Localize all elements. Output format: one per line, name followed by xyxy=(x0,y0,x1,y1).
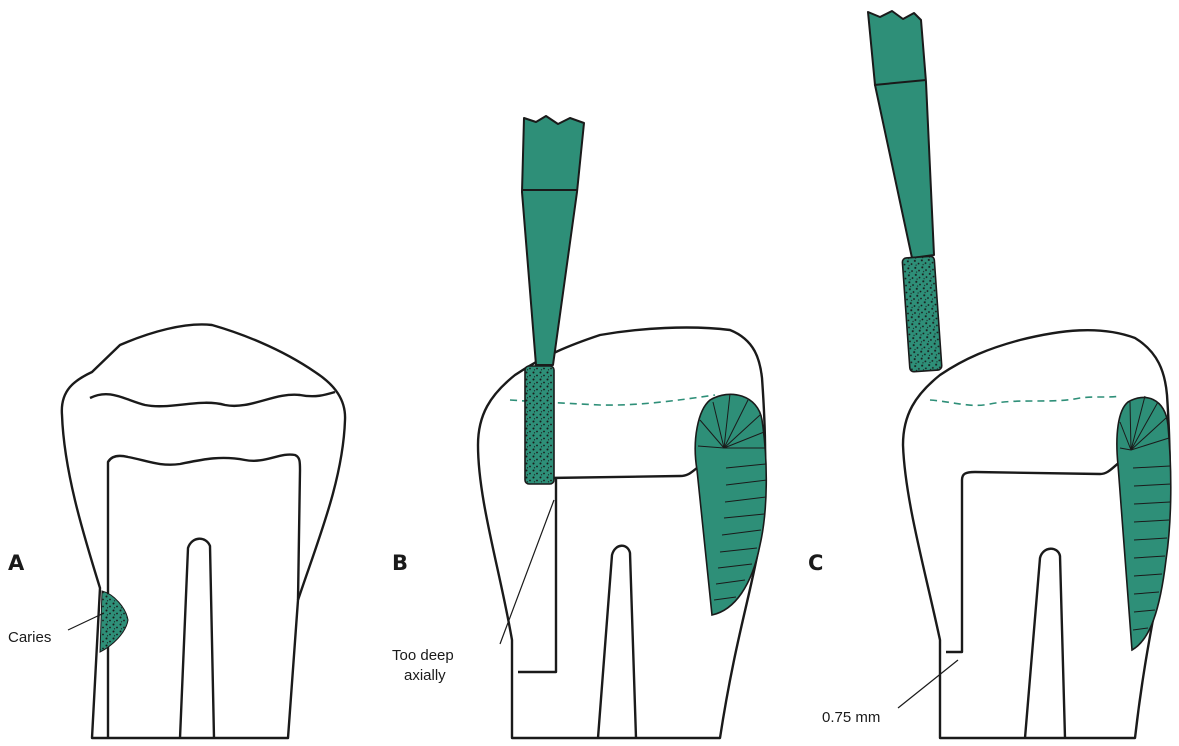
caries-label: Caries xyxy=(8,629,51,646)
too-deep-label-line2: axially xyxy=(404,667,446,684)
bur-shank-c xyxy=(868,11,934,258)
panel-c: C 0.75 mm xyxy=(808,11,1171,738)
measure-label: 0.75 mm xyxy=(822,709,880,726)
too-deep-label-line1: Too deep xyxy=(392,647,454,664)
bur-head-c xyxy=(902,256,942,372)
panel-letter-b: B xyxy=(392,551,408,575)
tooth-outline-a xyxy=(62,324,345,738)
panel-letter-c: C xyxy=(808,551,823,575)
bur-head-b xyxy=(525,366,554,484)
panel-letter-a: A xyxy=(8,551,25,575)
panel-a: A Caries xyxy=(8,324,345,738)
panel-b: B Too deep axially xyxy=(392,116,767,738)
bur-shank-b xyxy=(522,116,584,365)
